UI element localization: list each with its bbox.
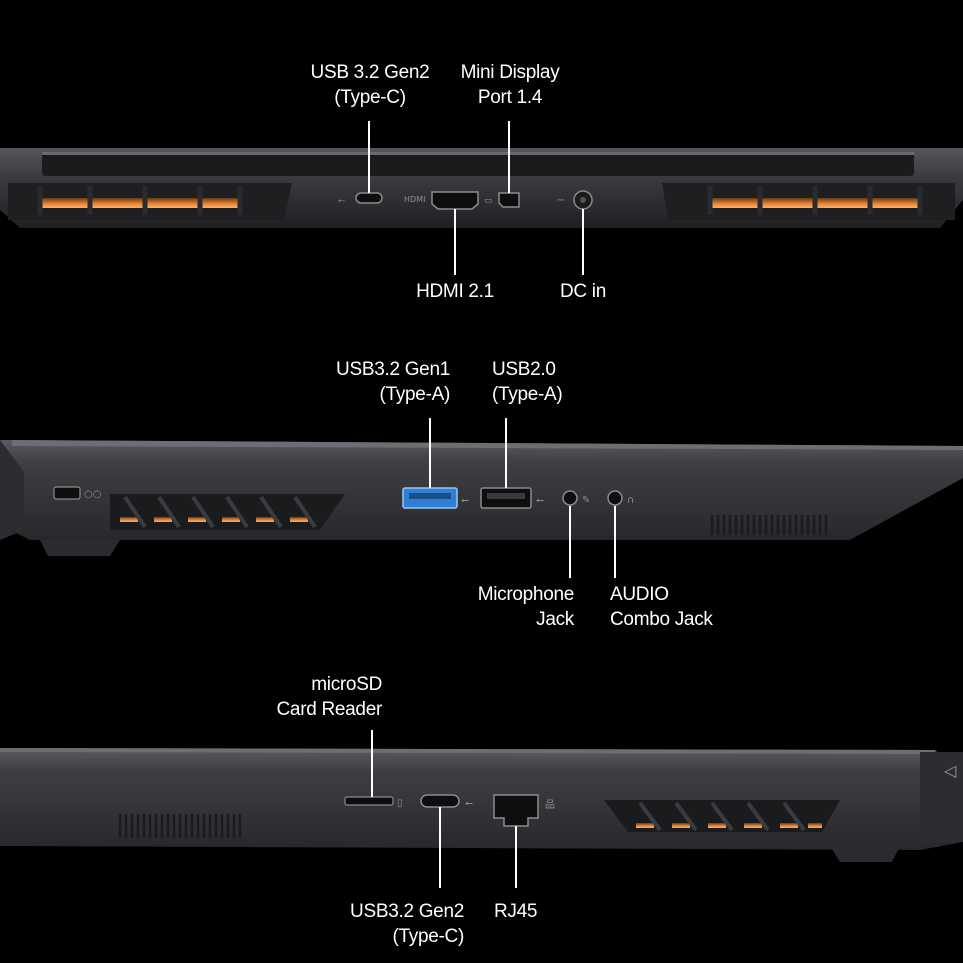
right-side-view: ◁ ▯ ⭠ — [0, 730, 963, 888]
usb-symbol-icon-2: ⭠ — [461, 495, 469, 506]
label-usb3-gen1: USB3.2 Gen1 (Type-A) — [300, 357, 450, 407]
label-line: Mini Display — [460, 62, 560, 83]
label-audio-combo: AUDIO Combo Jack — [610, 582, 760, 632]
label-rear-usb-c: USB 3.2 Gen2 (Type-C) — [290, 60, 450, 110]
sd-card-icon: ▯ — [397, 798, 403, 809]
label-line: (Type-C) — [334, 87, 406, 108]
label-line: AUDIO — [610, 584, 669, 605]
left-lid-edge — [12, 440, 963, 450]
right-leader-lines — [371, 730, 517, 888]
triangle-logo-icon: ◁ — [943, 761, 957, 780]
right-side-vent — [604, 800, 840, 832]
audio-combo-jack — [607, 490, 623, 506]
label-line: (Type-A) — [379, 384, 451, 405]
right-usb-c-port — [420, 794, 460, 808]
label-line: Card Reader — [276, 699, 383, 720]
hdmi-marking: HDMI — [404, 195, 425, 204]
rj45-port — [493, 794, 539, 827]
headset-icon: ∩ — [627, 495, 634, 506]
label-line: Port 1.4 — [477, 87, 543, 108]
left-foot — [40, 540, 120, 556]
label-line: USB2.0 — [492, 359, 556, 380]
right-foot — [830, 846, 900, 862]
rear-leader-lines — [368, 121, 584, 275]
label-mini-dp: Mini Display Port 1.4 — [440, 60, 580, 110]
left-side-vent — [110, 494, 345, 530]
label-line: (Type-A) — [492, 384, 563, 405]
kensington-lock-slot — [53, 486, 81, 500]
label-line: RJ45 — [494, 901, 538, 922]
label-line: HDMI 2.1 — [416, 281, 494, 302]
label-microphone: Microphone Jack — [430, 582, 575, 632]
usb-symbol-icon: ⭠ — [338, 196, 345, 206]
label-usb2: USB2.0 (Type-A) — [492, 357, 612, 407]
rear-view: ⭠ HDMI ▭ ⎓ — [0, 121, 963, 275]
label-line: Combo Jack — [610, 609, 713, 630]
microphone-icon: ✎ — [582, 495, 590, 506]
usb-symbol-icon-3: ⭠ — [536, 495, 544, 506]
label-microsd: microSD Card Reader — [230, 672, 383, 722]
lock-icon: ○○ — [84, 489, 101, 500]
displayport-symbol-icon: ▭ — [484, 196, 493, 206]
left-hinge-bump — [0, 440, 24, 540]
rear-mini-dp-port — [498, 192, 520, 208]
label-rj45: RJ45 — [494, 899, 574, 924]
label-hdmi: HDMI 2.1 — [395, 279, 515, 304]
label-line: USB3.2 Gen2 — [350, 901, 464, 922]
rear-hinge-highlight — [42, 152, 914, 155]
microsd-slot — [344, 796, 394, 806]
label-line: Jack — [536, 609, 574, 630]
rear-left-vent — [8, 183, 292, 220]
microphone-jack — [562, 490, 578, 506]
right-lid-edge — [0, 748, 935, 754]
left-leader-lines — [429, 418, 616, 578]
rear-usb-c-port — [355, 192, 383, 204]
rear-hdmi-port — [431, 191, 479, 210]
network-icon: 品 — [545, 799, 555, 811]
left-side-view: ○○ ⭠ ⭠ — [0, 418, 963, 578]
label-line: Microphone — [477, 584, 575, 605]
label-right-usb-c: USB3.2 Gen2 (Type-C) — [310, 899, 464, 949]
left-side-grille — [710, 515, 828, 535]
rear-hinge — [42, 152, 914, 176]
right-side-grille — [118, 814, 242, 838]
label-line: USB 3.2 Gen2 — [310, 62, 430, 83]
label-line: USB3.2 Gen1 — [336, 359, 450, 380]
right-hinge-bump — [920, 752, 963, 842]
rear-right-vent — [662, 183, 955, 220]
label-line: DC in — [559, 281, 606, 302]
label-dc-in: DC in — [538, 279, 628, 304]
label-line: (Type-C) — [392, 926, 465, 947]
usb-symbol-icon-4: ⭠ — [465, 798, 473, 809]
dc-symbol-icon: ⎓ — [557, 196, 564, 206]
label-line: microSD — [311, 674, 382, 695]
